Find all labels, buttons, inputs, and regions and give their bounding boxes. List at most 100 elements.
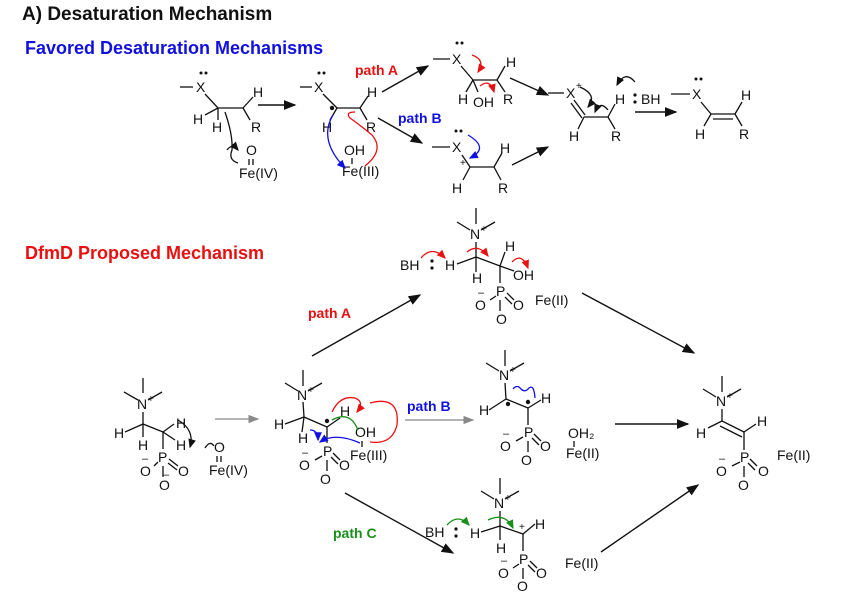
atom-h: H <box>274 416 284 432</box>
path-a-label: path A <box>308 305 351 321</box>
positive-charge: + <box>481 224 487 235</box>
atom-o: O <box>521 452 532 468</box>
atom-r: R <box>611 128 621 144</box>
atom-h: H <box>506 54 516 70</box>
atom-o: O <box>758 463 769 479</box>
negative-charge: – <box>503 428 510 440</box>
radical-dot <box>505 401 511 407</box>
atom-o: O <box>246 142 257 158</box>
atom-x: X <box>314 79 324 95</box>
atom-h: H <box>176 437 186 453</box>
atom-h: H <box>741 87 751 103</box>
hydroxyl-label: OH <box>473 94 494 110</box>
red-curved-arrow <box>420 249 446 259</box>
blue-curved-arrow <box>327 114 346 169</box>
atom-p: P <box>519 551 528 567</box>
positive-charge: + <box>148 394 154 405</box>
atom-h: H <box>695 126 705 142</box>
iron-ii-label: Fe(II) <box>566 445 599 461</box>
path-b-intermediate: X + H H R <box>432 129 510 196</box>
dfmd-path-a-intermediate: N + BH H H H OH P O – O O Fe(II) <box>400 208 568 327</box>
base-label: BH <box>641 91 660 107</box>
atom-h: H <box>696 425 706 441</box>
atom-h: H <box>322 119 332 135</box>
radical-dot <box>329 105 335 111</box>
atom-h: H <box>340 403 350 419</box>
atom-h: H <box>470 525 480 541</box>
atom-h: H <box>569 128 579 144</box>
atom-h: H <box>541 390 551 406</box>
positive-charge: + <box>308 385 314 396</box>
reaction-arrow <box>381 65 430 93</box>
atom-o: O <box>339 457 350 473</box>
iron-ii-label: Fe(II) <box>565 555 598 571</box>
atom-n: N <box>470 226 480 242</box>
curved-arrow <box>579 86 596 108</box>
iron-iv-label: Fe(IV) <box>239 165 278 181</box>
atom-p: P <box>496 283 505 299</box>
atom-o: O <box>178 463 189 479</box>
atom-h: H <box>458 91 468 107</box>
substrate-molecule: X H R H H O Fe(IV) <box>180 71 278 181</box>
positive-charge: + <box>510 365 516 376</box>
red-curved-arrow <box>471 54 486 74</box>
atom-h: H <box>472 270 482 286</box>
atom-r: R <box>498 180 508 196</box>
atom-x: X <box>452 139 462 155</box>
hydroxyl-label: OH <box>513 267 534 283</box>
atom-h: H <box>445 257 455 273</box>
curved-arrow <box>177 419 196 449</box>
red-curved-arrow <box>511 257 529 270</box>
atom-h: H <box>298 430 308 446</box>
atom-p: P <box>524 424 533 440</box>
atom-o: O <box>140 463 151 479</box>
iron-ii-label: Fe(II) <box>535 292 568 308</box>
negative-charge: – <box>163 469 170 481</box>
atom-o: O <box>513 297 524 313</box>
iron-iii-label: Fe(III) <box>350 447 387 463</box>
dfmd-mechanism-heading: DfmD Proposed Mechanism <box>25 243 265 263</box>
path-b-label: path B <box>398 110 442 126</box>
iron-iii-label: Fe(III) <box>342 163 379 179</box>
water-ligand-label: OH₂ <box>568 425 594 441</box>
blue-curved-arrow <box>318 434 361 444</box>
atom-h: H <box>496 540 506 556</box>
green-curved-arrow <box>331 416 359 431</box>
atom-o: O <box>299 457 310 473</box>
base-label: BH <box>425 524 444 540</box>
negative-charge: – <box>719 453 726 465</box>
atom-o: O <box>159 477 170 493</box>
path-c-label: path C <box>333 525 377 541</box>
atom-o: O <box>517 578 528 592</box>
green-curved-arrow <box>446 516 470 526</box>
blue-squiggle-arrow <box>512 385 536 399</box>
dfmd-substrate: N + H H H H P O – O O – O Fe(IV) <box>114 378 248 493</box>
negative-charge: – <box>501 555 508 567</box>
atom-o: O <box>500 438 511 454</box>
iron-iv-label: Fe(IV) <box>209 462 248 478</box>
atom-x: X <box>452 51 462 67</box>
reaction-arrow <box>509 77 550 96</box>
atom-h: H <box>452 180 462 196</box>
base-label: BH <box>400 257 419 273</box>
path-b-label: path B <box>407 398 451 414</box>
blue-curved-arrow <box>467 134 481 159</box>
atom-n: N <box>137 396 147 412</box>
hydroxyl-label: OH <box>355 424 376 440</box>
path-a-label: path A <box>355 62 398 78</box>
negative-charge: – <box>142 453 149 465</box>
atom-o: O <box>716 463 727 479</box>
atom-n: N <box>494 495 504 511</box>
atom-o: O <box>320 471 331 487</box>
red-curved-arrow <box>479 82 496 94</box>
atom-h: H <box>535 516 545 532</box>
positive-charge: + <box>460 158 466 169</box>
favored-mechanisms-heading: Favored Desaturation Mechanisms <box>25 38 324 58</box>
atom-o: O <box>496 311 507 327</box>
curved-arrow <box>616 76 636 87</box>
reaction-arrow <box>600 484 700 553</box>
dfmd-final-product: N + H H P O – O O Fe(II) <box>696 376 810 493</box>
red-curved-arrow <box>331 396 365 414</box>
green-curved-arrow <box>487 516 514 530</box>
